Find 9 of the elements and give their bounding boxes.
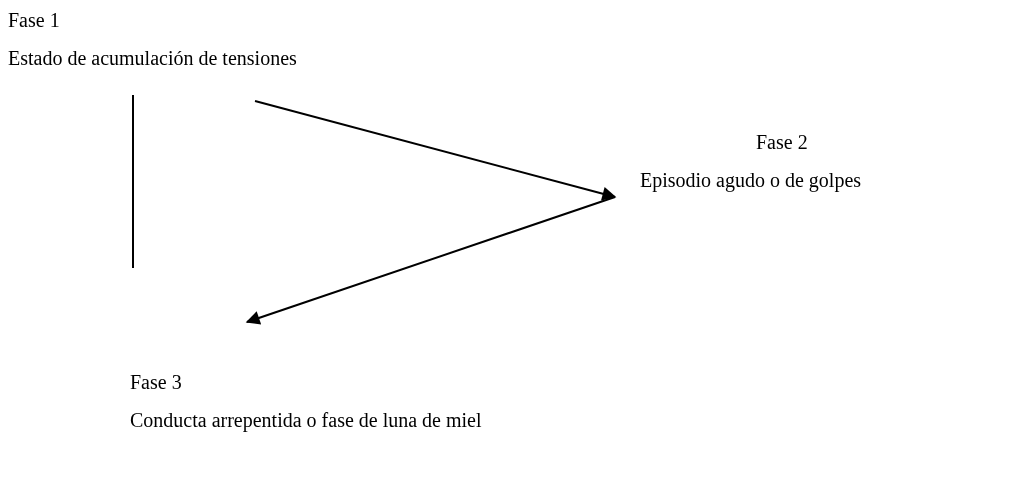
arrow: [254, 100, 617, 201]
phase-description: Conducta arrepentida o fase de luna de miel: [130, 408, 482, 432]
phase-title: Fase 2: [756, 130, 808, 154]
phase-description: Episodio agudo o de golpes: [640, 168, 862, 192]
phase-title: Fase 1: [8, 8, 60, 32]
phase-description: Estado de acumulación de tensiones: [8, 46, 297, 70]
connector-line: [132, 94, 134, 269]
arrow: [245, 196, 616, 325]
phase-title: Fase 3: [130, 370, 182, 394]
